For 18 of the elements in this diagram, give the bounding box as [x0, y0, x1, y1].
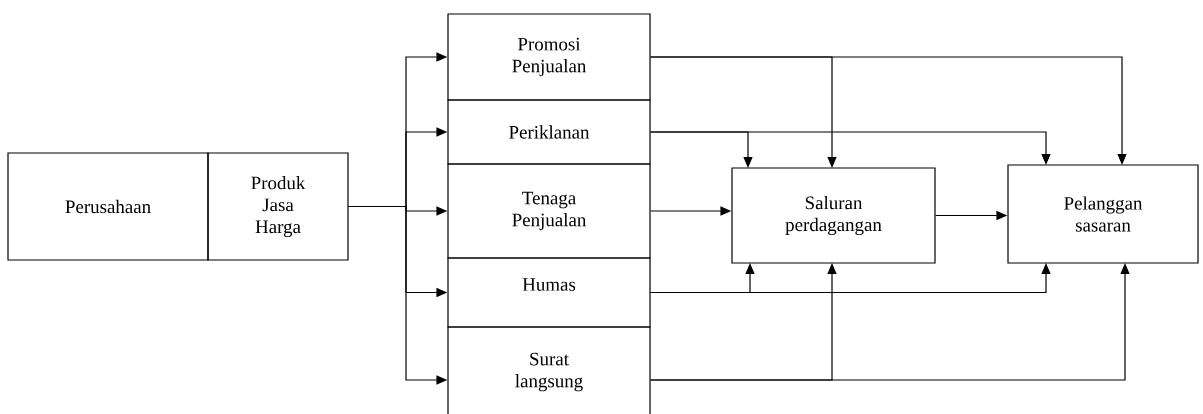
process-box	[447, 257, 651, 328]
box-label: Surat langsung	[515, 352, 583, 392]
box-label: Saluran perdagangan	[785, 195, 882, 236]
process-box	[207, 152, 349, 261]
process-box	[1007, 164, 1199, 264]
process-box	[447, 163, 651, 259]
box-label: Periklanan	[509, 125, 590, 139]
process-box	[447, 326, 651, 414]
process-box	[447, 13, 651, 101]
process-box	[7, 152, 209, 261]
box-label: Perusahaan	[65, 199, 151, 214]
box-label: Tenaga Penjualan	[512, 191, 587, 231]
box-label: Promosi Penjualan	[512, 37, 587, 77]
box-label: Humas	[522, 278, 576, 291]
box-label: Pelanggan sasaran	[1064, 196, 1143, 232]
process-box	[731, 167, 936, 264]
box-label: Produk Jasa Harga	[251, 176, 306, 238]
process-box	[447, 99, 651, 165]
